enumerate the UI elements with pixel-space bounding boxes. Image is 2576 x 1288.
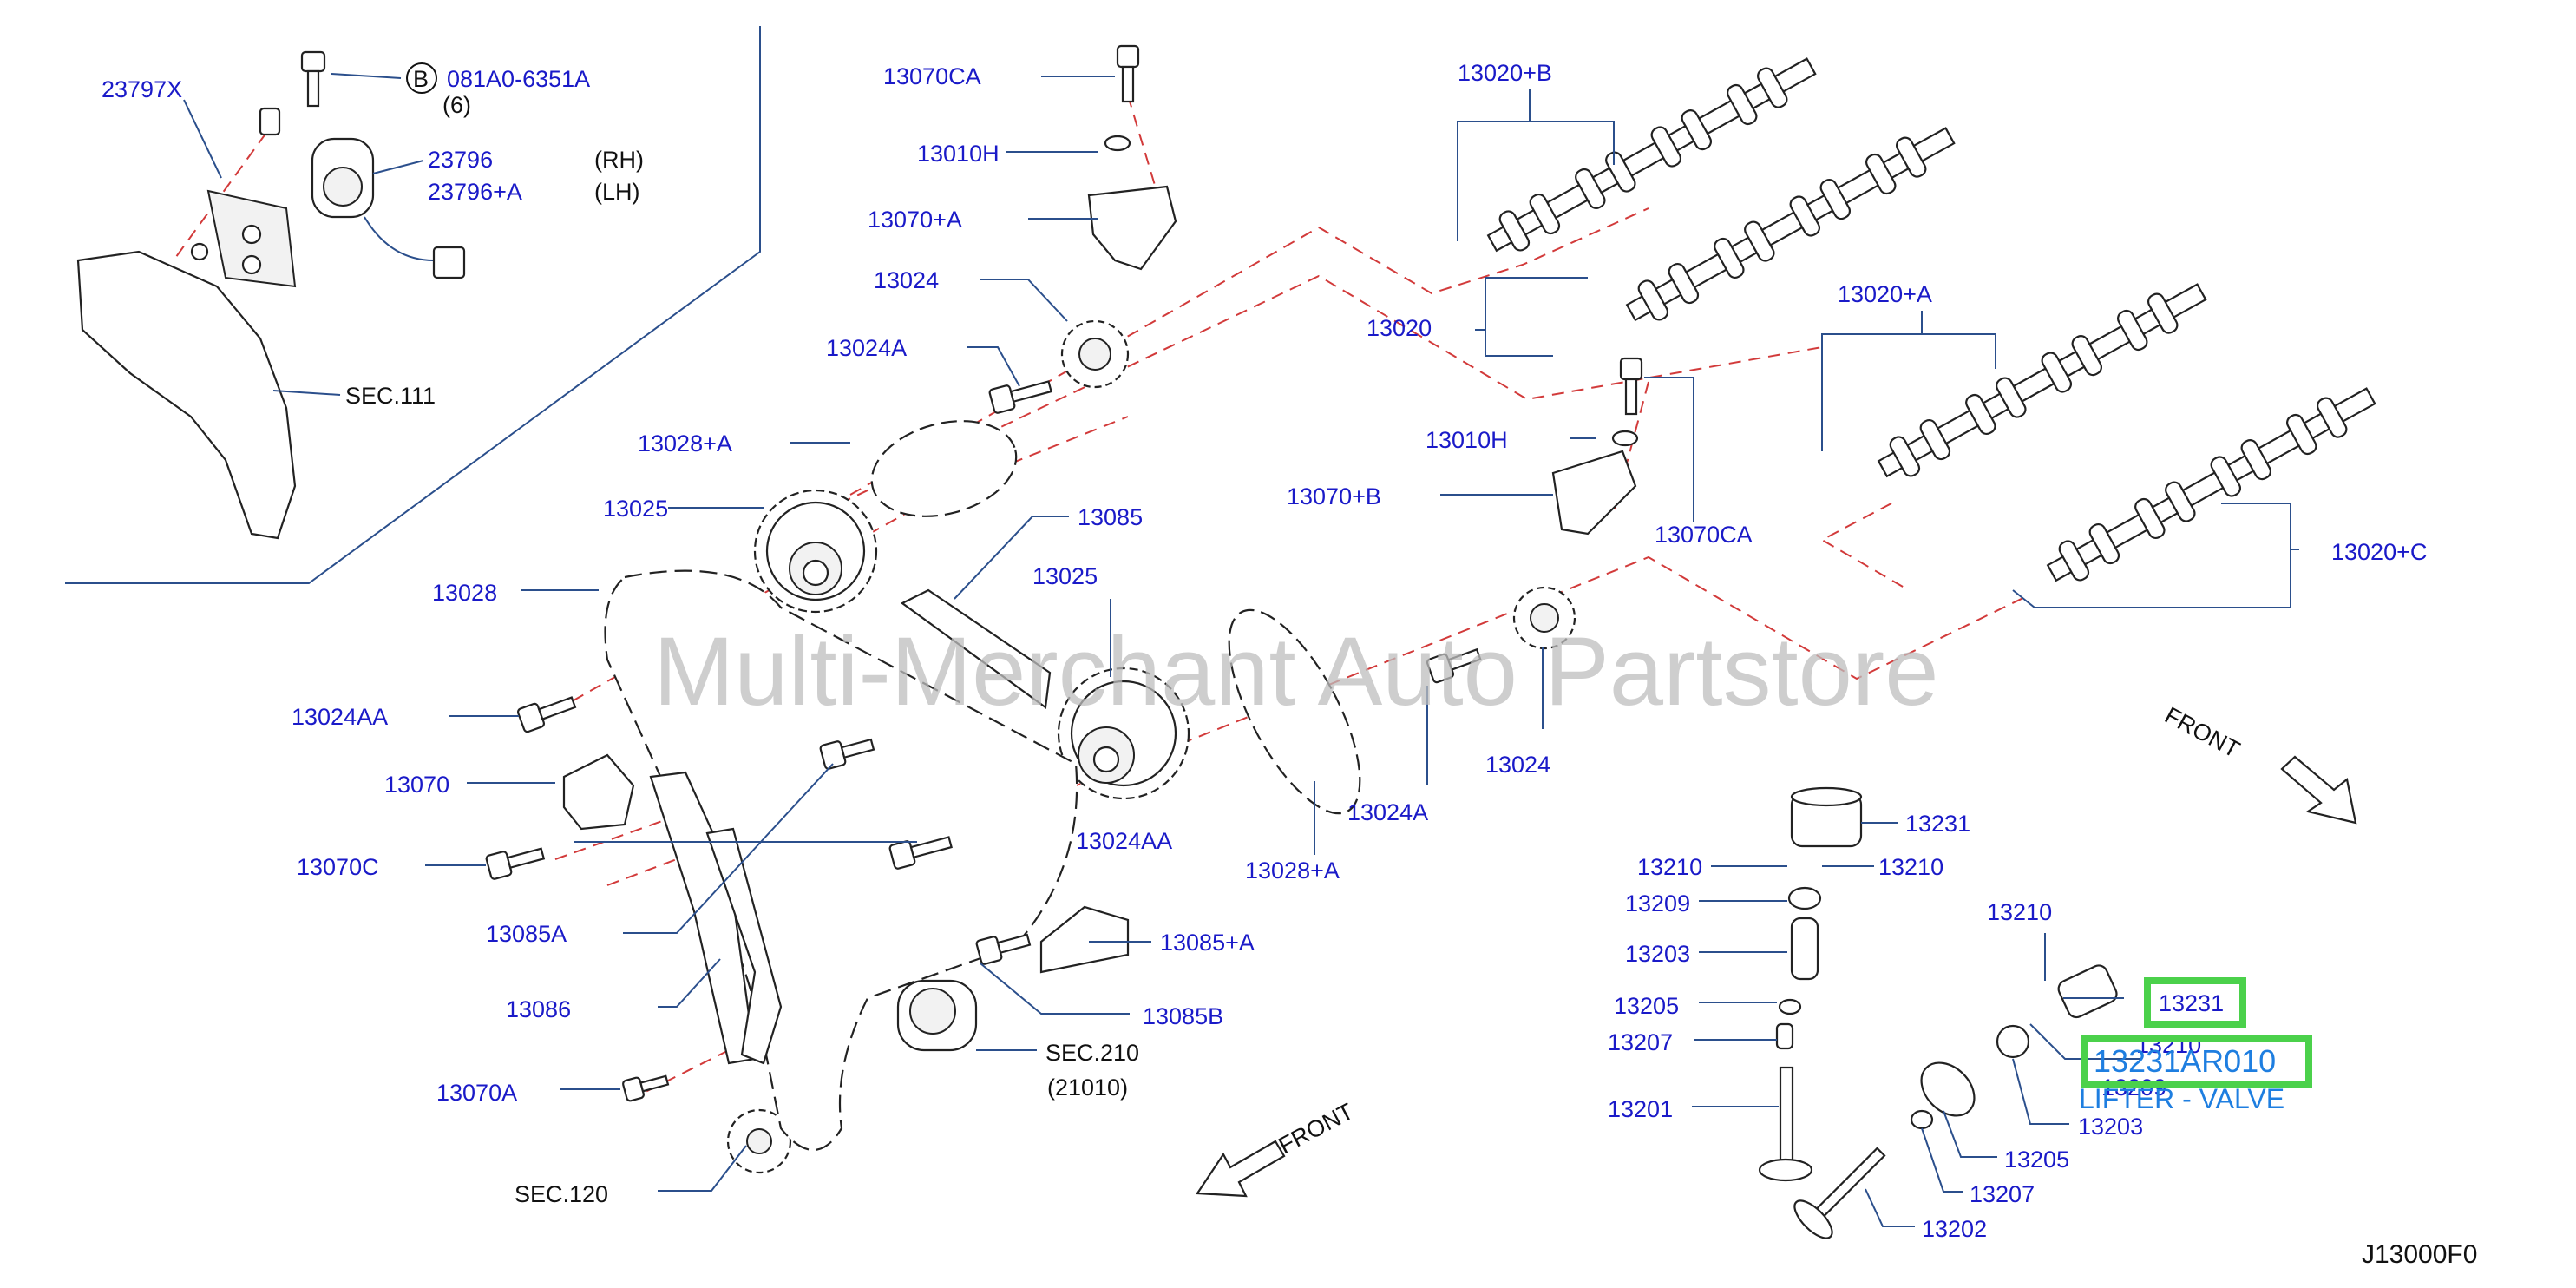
label-13070c[interactable]: 13070C bbox=[297, 854, 379, 880]
exhaust-sprocket-13025 bbox=[1057, 667, 1190, 800]
label-13024a-mid[interactable]: 13024A bbox=[1347, 799, 1428, 825]
label-13020-plus-b[interactable]: 13020+B bbox=[1458, 60, 1552, 86]
label-13024aa-left[interactable]: 13024AA bbox=[292, 704, 388, 730]
cam-sprocket-13024-top bbox=[1060, 319, 1130, 389]
bolt-ref-badge-letter: B bbox=[413, 66, 429, 92]
bolts bbox=[485, 44, 1643, 1102]
label-13024aa-mid[interactable]: 13024AA bbox=[1076, 828, 1172, 854]
label-13086[interactable]: 13086 bbox=[506, 996, 571, 1022]
inset-border bbox=[65, 26, 761, 584]
sec-210[interactable]: SEC.210 bbox=[1045, 1040, 1139, 1066]
intake-sprocket-13025 bbox=[753, 489, 878, 614]
cam-sprocket-13024-mid bbox=[1512, 586, 1576, 650]
label-13070a[interactable]: 13070A bbox=[436, 1080, 517, 1106]
label-13207[interactable]: 13207 bbox=[1608, 1029, 1673, 1055]
sec-111[interactable]: SEC.111 bbox=[345, 383, 436, 409]
bolt-qty: (6) bbox=[442, 92, 471, 118]
sec-120[interactable]: SEC.120 bbox=[515, 1181, 608, 1207]
label-13205[interactable]: 13205 bbox=[1614, 993, 1679, 1019]
front-label-right: FRONT bbox=[2160, 702, 2244, 763]
label-13025-left[interactable]: 13025 bbox=[603, 496, 668, 522]
valve-train-parts bbox=[1758, 786, 2118, 1239]
watermark: Multi-Merchant Auto Partstore bbox=[653, 617, 1938, 726]
label-13210-left[interactable]: 13210 bbox=[1637, 854, 1702, 880]
label-23797x[interactable]: 23797X bbox=[102, 76, 182, 102]
label-13024-mid[interactable]: 13024 bbox=[1485, 752, 1550, 778]
secondary-chain-lower bbox=[1228, 608, 1361, 815]
label-13024a-top[interactable]: 13024A bbox=[826, 335, 907, 361]
label-13085[interactable]: 13085 bbox=[1078, 504, 1143, 530]
label-13231[interactable]: 13231 bbox=[1905, 811, 1970, 837]
label-13070-plus-b[interactable]: 13070+B bbox=[1287, 483, 1381, 509]
side-rh: (RH) bbox=[594, 147, 644, 173]
label-13070ca-mid[interactable]: 13070CA bbox=[1655, 522, 1753, 548]
tensioner-13070-plus-a bbox=[1087, 185, 1177, 271]
label-13070ca-top[interactable]: 13070CA bbox=[883, 63, 981, 89]
cam-position-sensor bbox=[311, 137, 466, 279]
secondary-chain-upper bbox=[870, 420, 1018, 517]
chain-guide-13085 bbox=[900, 588, 1052, 709]
sensor-bolt bbox=[259, 50, 326, 136]
label-13020[interactable]: 13020 bbox=[1367, 315, 1432, 341]
label-13207-bottom[interactable]: 13207 bbox=[1970, 1181, 2035, 1207]
label-13210-top[interactable]: 13210 bbox=[1987, 899, 2052, 925]
label-13210-right[interactable]: 13210 bbox=[1878, 854, 1943, 880]
highlight-description: LIFTER - VALVE bbox=[2079, 1083, 2284, 1114]
sec-210-sub: (21010) bbox=[1047, 1074, 1128, 1101]
cam-sensor-bracket bbox=[76, 189, 297, 540]
label-13085a[interactable]: 13085A bbox=[486, 921, 567, 947]
label-13203[interactable]: 13203 bbox=[1625, 941, 1690, 967]
label-23796-plus-a[interactable]: 23796+A bbox=[428, 179, 522, 205]
side-lh: (LH) bbox=[594, 179, 640, 205]
label-13010h-mid[interactable]: 13010H bbox=[1426, 427, 1508, 453]
label-13020-plus-a[interactable]: 13020+A bbox=[1838, 281, 1932, 307]
label-081a0-6351a[interactable]: 081A0-6351A bbox=[447, 66, 590, 92]
tensioner-13070 bbox=[562, 753, 635, 831]
crank-sprocket bbox=[726, 1108, 792, 1174]
front-label-bottom: FRONT bbox=[1275, 1098, 1358, 1159]
label-13085-plus-a[interactable]: 13085+A bbox=[1160, 930, 1255, 956]
label-13028-plus-a-bot[interactable]: 13028+A bbox=[1245, 858, 1340, 884]
leader-lines bbox=[183, 73, 2299, 1227]
label-13205-bottom[interactable]: 13205 bbox=[2004, 1147, 2069, 1173]
bolt-ref-badge: B bbox=[406, 62, 437, 94]
label-13010h-top[interactable]: 13010H bbox=[917, 141, 1000, 167]
label-13025-mid[interactable]: 13025 bbox=[1032, 563, 1098, 589]
label-13202[interactable]: 13202 bbox=[1922, 1216, 1987, 1242]
label-13028[interactable]: 13028 bbox=[432, 580, 497, 606]
label-13070[interactable]: 13070 bbox=[384, 772, 449, 798]
label-13209[interactable]: 13209 bbox=[1625, 890, 1690, 917]
label-13070-plus-a[interactable]: 13070+A bbox=[868, 207, 962, 233]
tension-arm-13086 bbox=[705, 827, 783, 1065]
tensioner-13070-plus-b bbox=[1551, 450, 1637, 536]
label-13201[interactable]: 13201 bbox=[1608, 1096, 1673, 1122]
label-13203-bottom[interactable]: 13203 bbox=[2078, 1114, 2143, 1140]
water-pump-sec210 bbox=[896, 979, 978, 1052]
label-23796[interactable]: 23796 bbox=[428, 147, 493, 173]
label-13024-top[interactable]: 13024 bbox=[874, 267, 939, 293]
highlight-box-part-number[interactable] bbox=[2081, 1035, 2312, 1088]
highlight-callout-13231[interactable]: 13231 bbox=[2159, 990, 2224, 1016]
label-13085b[interactable]: 13085B bbox=[1143, 1003, 1223, 1029]
chain-guide-13085-plus-a bbox=[1039, 905, 1130, 974]
front-arrow-right bbox=[2280, 755, 2357, 825]
highlight-box-13231[interactable] bbox=[2144, 977, 2246, 1028]
label-13028-plus-a-top[interactable]: 13028+A bbox=[638, 430, 732, 457]
camshafts bbox=[1486, 57, 2376, 582]
label-13020-plus-c[interactable]: 13020+C bbox=[2331, 539, 2427, 565]
highlight-part-number[interactable]: 13231AR010 bbox=[2094, 1043, 2276, 1079]
diagram-code: J13000F0 bbox=[2362, 1240, 2477, 1269]
front-arrow-bottom bbox=[1196, 1140, 1286, 1198]
